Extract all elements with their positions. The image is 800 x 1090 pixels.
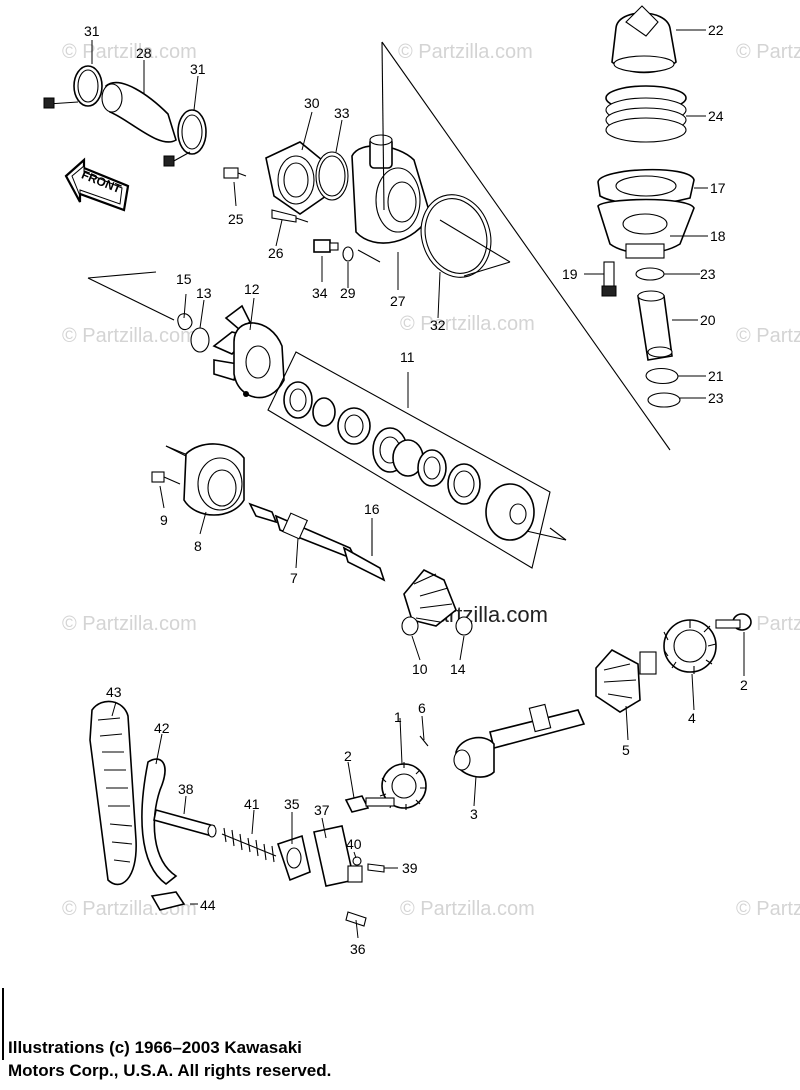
leader-line	[357, 249, 381, 263]
part-number-19: 19	[562, 266, 578, 282]
mechanical-seal-kit	[267, 351, 567, 569]
part-number-39: 39	[402, 860, 418, 876]
part-number-6: 6	[418, 700, 426, 716]
part-number-35: 35	[284, 796, 300, 812]
part-number-3: 3	[470, 806, 478, 822]
copyright-line-1: Illustrations (c) 1966–2003 Kawasaki	[8, 1038, 302, 1057]
part-number-14: 14	[450, 661, 466, 677]
part-number-41: 41	[244, 796, 260, 812]
part-number-26: 26	[268, 245, 284, 261]
part-number-23: 23	[700, 266, 716, 282]
part-number-29: 29	[340, 285, 356, 301]
part-number-21: 21	[708, 368, 724, 384]
watermark: © Partzilla.com	[398, 41, 533, 63]
part-number-8: 8	[194, 538, 202, 554]
watermark: © Partzilla.com	[400, 313, 535, 335]
part-number-10: 10	[412, 661, 428, 677]
part-number-24: 24	[708, 108, 724, 124]
part-number-43: 43	[106, 684, 122, 700]
part-number-2: 2	[344, 748, 352, 764]
part-number-11: 11	[400, 349, 415, 365]
leader-line	[439, 219, 511, 263]
part-number-33: 33	[334, 105, 350, 121]
impeller-assembly	[177, 304, 285, 399]
leader-line	[87, 271, 157, 279]
leader-line	[381, 41, 671, 451]
part-number-18: 18	[710, 228, 726, 244]
watermark: © Partzilla.com	[400, 898, 535, 920]
leader-line	[87, 277, 175, 321]
watermark: © Partzilla.com	[736, 325, 800, 347]
copyright-notice: Illustrations (c) 1966–2003 Kawasaki Mot…	[8, 1036, 428, 1082]
part-number-12: 12	[244, 281, 260, 297]
pump-housing	[151, 443, 245, 516]
part-number-labels: 31 28 31 25 30 33 26 34 29 27 32 22 24 1…	[84, 22, 748, 957]
cam-chain-tensioner-assembly	[89, 700, 385, 927]
thermostat-assembly	[597, 5, 695, 408]
part-number-37: 37	[314, 802, 330, 818]
hose-assembly	[43, 65, 207, 167]
copyright-line-2: Motors Corp., U.S.A. All rights reserved…	[8, 1061, 332, 1080]
part-number-34: 34	[312, 285, 328, 301]
leader-line	[381, 41, 385, 211]
part-number-15: 15	[176, 271, 192, 287]
watermark: © Partzilla.com	[736, 898, 800, 920]
part-number-40: 40	[346, 836, 362, 852]
watermark: © Partzilla.com	[736, 613, 800, 635]
drive-gear-assembly	[344, 613, 752, 813]
part-number-16: 16	[364, 501, 380, 517]
part-number-4: 4	[688, 710, 696, 726]
water-pump-cover-assembly	[223, 134, 492, 278]
part-number-7: 7	[290, 570, 298, 586]
part-number-36: 36	[350, 941, 366, 957]
part-number-44: 44	[200, 897, 216, 913]
front-arrow-icon: FRONT	[64, 157, 130, 212]
part-number-25: 25	[228, 211, 244, 227]
part-number-27: 27	[390, 293, 406, 309]
part-number-9: 9	[160, 512, 168, 528]
part-number-32: 32	[430, 317, 446, 333]
watermark-group: © Partzilla.com © Partzilla.com © Partzi…	[62, 41, 800, 920]
leader-line	[463, 261, 511, 277]
part-number-5: 5	[622, 742, 630, 758]
part-number-38: 38	[178, 781, 194, 797]
watermark: © Partzilla.com	[62, 41, 197, 63]
part-number-17: 17	[710, 180, 726, 196]
part-number-13: 13	[196, 285, 212, 301]
part-number-42: 42	[154, 720, 170, 736]
watermark: © Partzilla.com	[62, 613, 197, 635]
part-number-23: 23	[708, 390, 724, 406]
part-number-2: 2	[740, 677, 748, 693]
part-number-22: 22	[708, 22, 724, 38]
part-number-31: 31	[84, 23, 100, 39]
watermark: © Partzilla.com	[62, 325, 197, 347]
part-number-30: 30	[304, 95, 320, 111]
part-number-20: 20	[700, 312, 716, 328]
part-number-28: 28	[136, 45, 152, 61]
margin-rule	[2, 988, 4, 1060]
label-leaders	[91, 29, 745, 939]
pump-shaft-assembly	[248, 502, 473, 636]
watermark: © Partzilla.com	[736, 41, 800, 63]
part-number-31: 31	[190, 61, 206, 77]
part-number-1: 1	[394, 709, 402, 725]
